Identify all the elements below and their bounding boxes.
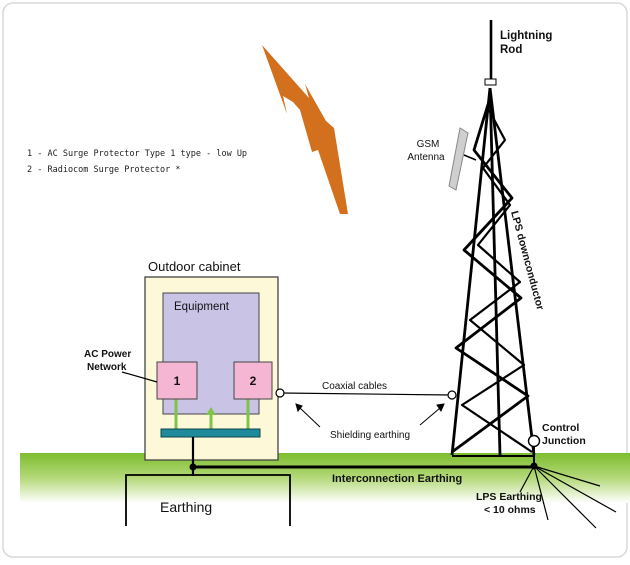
shielding-arrows	[295, 403, 445, 428]
lps-tower	[450, 87, 536, 457]
earthing-busbar	[160, 428, 261, 438]
lightning-bolt-icon	[262, 45, 348, 214]
legend-item-2: 2 - Radiocom Surge Protector *	[27, 165, 181, 175]
lightning-rod-label-2: Rod	[500, 44, 522, 56]
surge-protector-2	[233, 361, 273, 400]
gsm-antenna	[448, 127, 469, 191]
outdoor-cabinet-label: Outdoor cabinet	[148, 259, 241, 274]
shield-bond-tower	[447, 390, 457, 400]
control-junction-label-2: Junction	[542, 435, 586, 447]
arrow-icon	[206, 407, 216, 415]
gsm-antenna-label: GSM	[417, 139, 440, 150]
gsm-antenna-label-2: Antenna	[407, 152, 445, 163]
control-junction-label: Control	[542, 422, 579, 434]
equipment-label: Equipment	[174, 301, 230, 313]
surge-protector-2-label: 2	[250, 374, 257, 388]
earthing-wires	[174, 399, 250, 430]
legend-item-1: 1 - AC Surge Protector Type 1 type - low…	[27, 149, 247, 159]
control-junction	[527, 434, 541, 448]
ac-power-network-label: AC Power	[84, 349, 131, 360]
surge-protector-1-label: 1	[174, 374, 181, 388]
lps-earthing-label: LPS Earthing	[476, 491, 542, 503]
interconnection-earthing-label: Interconnection Earthing	[332, 473, 462, 485]
lps-earthing-label-2: < 10 ohms	[484, 504, 536, 516]
ac-power-network-label-2: Network	[87, 362, 127, 373]
coaxial-cable	[280, 392, 452, 396]
earthing-loop	[125, 474, 291, 526]
lightning-rod	[484, 20, 497, 86]
lightning-rod-label: Lightning	[500, 30, 552, 42]
ground-band	[20, 453, 630, 503]
earthing-label: Earthing	[160, 499, 212, 515]
shielding-earthing-label: Shielding earthing	[330, 430, 410, 441]
shield-bond-cabinet	[275, 388, 285, 398]
coaxial-cables-label: Coaxial cables	[322, 381, 387, 392]
surge-protector-1	[156, 361, 198, 400]
lps-earthing-rays	[519, 465, 617, 529]
